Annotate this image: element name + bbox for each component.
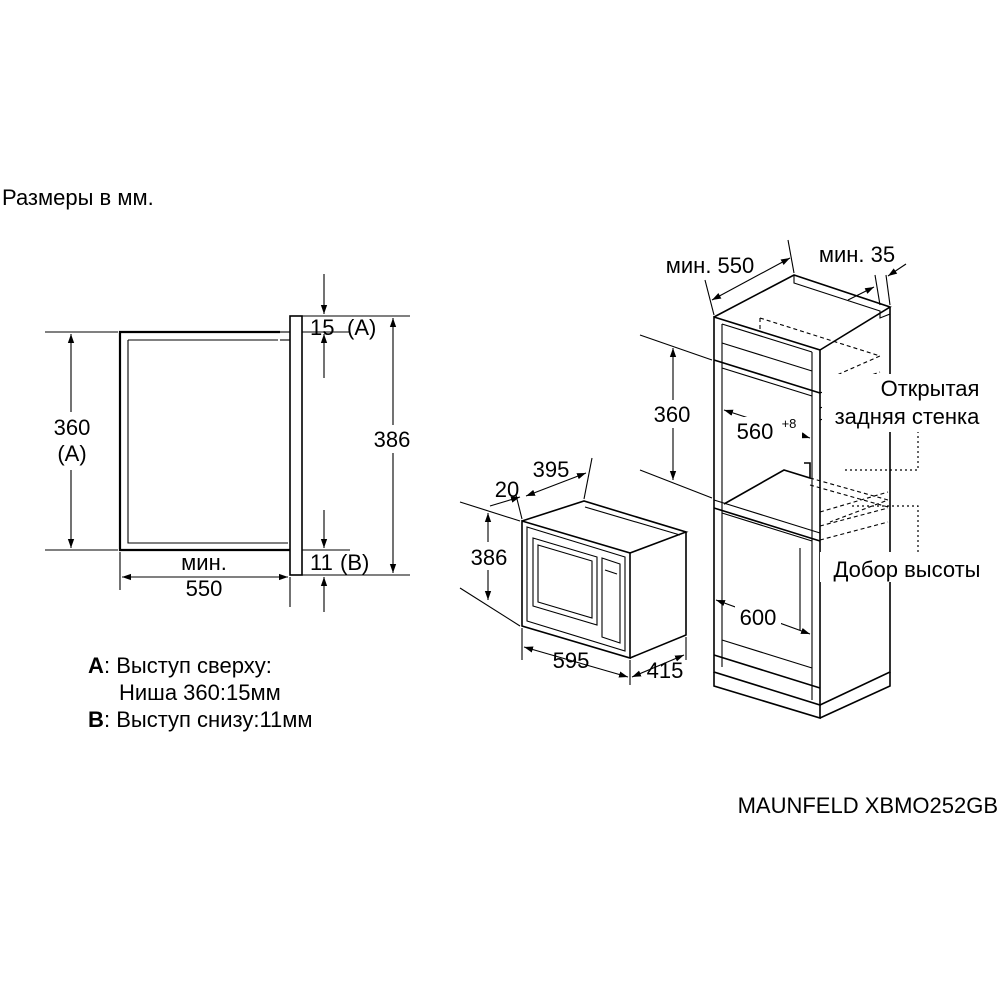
side-body-inner: [127, 339, 288, 544]
legend: A : Выступ сверху: Ниша 360:15мм B : Выс…: [88, 653, 313, 732]
height-filler-leader: [852, 505, 919, 552]
niche-height-label: 360: [654, 402, 691, 427]
depth-value: 550: [186, 576, 223, 601]
legend-a-line-2: Ниша 360:15мм: [119, 680, 281, 705]
height-360-tag: (A): [57, 441, 86, 466]
overall-386-label: 386: [374, 427, 411, 452]
niche-width-label: 560: [737, 419, 774, 444]
side-view: 360 (A) 386 15 (A) 11 (B) мин. 550: [45, 274, 418, 612]
microwave-top: [521, 500, 689, 554]
cabinet-iso: мин. 550 мин. 35 360 560 +8 600 Открытая…: [639, 239, 995, 720]
side-body-outline: [118, 330, 290, 552]
microwave-frame-label: 20: [495, 477, 519, 502]
microwave-width-label: 595: [553, 648, 590, 673]
microwave-side: [629, 532, 687, 659]
microwave-side-depth-arrow: [631, 654, 685, 678]
model-name: MAUNFELD XBMO252GB: [738, 793, 998, 818]
cabinet-side: [819, 307, 891, 706]
legend-a-line-1: : Выступ сверху:: [104, 653, 272, 678]
microwave-side-depth-label: 415: [647, 658, 684, 683]
legend-b-line-1: : Выступ снизу:11мм: [104, 707, 313, 732]
microwave-depth-label: 395: [533, 457, 570, 482]
open-back-leader: [845, 430, 919, 471]
niche-width-tolerance: +8: [782, 416, 797, 431]
height-filler-label: Добор высоты: [834, 557, 981, 582]
bottom-gap-label: 11: [310, 550, 333, 575]
lower-depth-label: 600: [740, 605, 777, 630]
top-gap-tag: (A): [347, 315, 376, 340]
height-360-label: 360: [54, 415, 91, 440]
top-gap-label: 15: [310, 315, 334, 340]
microwave-door: [532, 537, 598, 626]
microwave-iso: 395 20 386 595 415: [459, 457, 689, 685]
depth-prefix: мин.: [181, 550, 227, 575]
microwave-height-label: 386: [471, 545, 508, 570]
cabinet-gap-label: мин. 35: [819, 242, 895, 267]
legend-a-key: A: [88, 653, 104, 678]
microwave-depth-arrow: [525, 472, 587, 497]
open-back-label-1: Открытая: [881, 376, 980, 401]
bottom-gap-tag: (B): [340, 550, 369, 575]
open-back-label-2: задняя стенка: [835, 404, 981, 429]
microwave-width-arrow: [523, 646, 629, 678]
cabinet-front: [713, 315, 821, 707]
cabinet-top: [713, 274, 892, 351]
cabinet-depth-arrow: [711, 257, 791, 301]
cabinet-open-back-top: [759, 317, 882, 379]
cabinet-depth-label: мин. 550: [666, 253, 755, 278]
legend-b-key: B: [88, 707, 104, 732]
units-note: Размеры в мм.: [2, 185, 154, 210]
side-front-panel: [289, 315, 303, 576]
microwave-control-panel: [601, 557, 621, 644]
